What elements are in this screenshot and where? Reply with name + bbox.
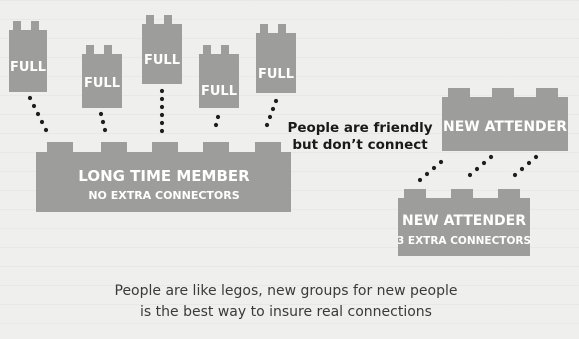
long-time-member-brick: LONG TIME MEMBER NO EXTRA CONNECTORS [36, 142, 291, 212]
dotted-connector-1 [27, 95, 49, 133]
caption-line-2: is the best way to insure real connectio… [140, 304, 432, 320]
full-label-3: FULL [144, 53, 180, 68]
full-label-4: FULL [201, 84, 237, 99]
caption-line-1: People are like legos, new groups for ne… [115, 283, 458, 299]
dotted-connector-4 [213, 114, 221, 128]
new-attender-bottom-title: NEW ATTENDER [402, 213, 526, 229]
dotted-connector-8 [512, 154, 539, 178]
dotted-connector-7 [467, 154, 494, 178]
full-brick-5: FULL [256, 24, 296, 93]
full-label-2: FULL [84, 76, 120, 91]
dotted-connectors-full [27, 88, 279, 134]
dotted-connector-2 [98, 111, 108, 133]
full-brick-4: FULL [199, 45, 239, 108]
new-attender-top-brick: NEW ATTENDER [442, 88, 568, 151]
full-label-1: FULL [10, 60, 46, 75]
full-brick-1: FULL [9, 21, 47, 92]
middle-note-line-1: People are friendly [287, 120, 432, 136]
long-time-member-title: LONG TIME MEMBER [78, 167, 250, 185]
full-label-5: FULL [258, 67, 294, 82]
new-attender-bottom-subtitle: 3 EXTRA CONNECTORS [397, 235, 531, 247]
dotted-connector-3 [159, 88, 165, 134]
middle-note-line-2: but don’t connect [292, 137, 428, 153]
full-brick-3: FULL [142, 15, 182, 84]
full-brick-2: FULL [82, 45, 122, 108]
long-time-member-subtitle: NO EXTRA CONNECTORS [88, 189, 239, 202]
dotted-connector-5 [264, 98, 279, 128]
new-attender-top-title: NEW ATTENDER [443, 119, 567, 135]
dotted-connectors-new-attender [417, 154, 539, 183]
new-attender-bottom-brick: NEW ATTENDER 3 EXTRA CONNECTORS [397, 189, 531, 256]
dotted-connector-6 [417, 159, 444, 183]
